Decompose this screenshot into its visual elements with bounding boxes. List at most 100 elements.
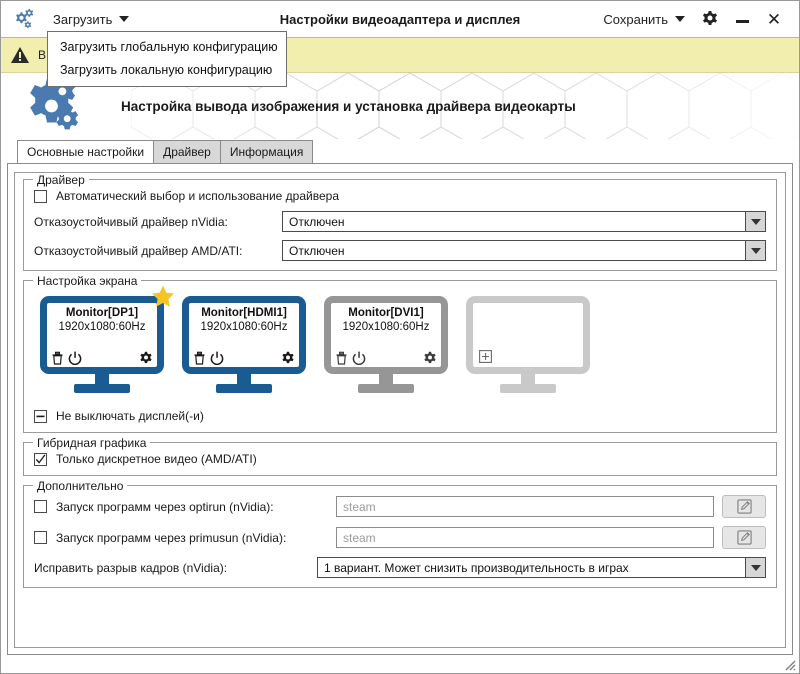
tab-driver[interactable]: Драйвер (153, 140, 221, 163)
minimize-icon (735, 19, 749, 23)
monitor-resolution: 1920x1080:60Hz (342, 321, 430, 333)
primusun-edit-button[interactable] (722, 526, 766, 549)
monitor-base (74, 384, 130, 393)
chevron-down-icon[interactable] (745, 558, 765, 577)
warning-text: В (38, 48, 47, 62)
trash-icon[interactable] (335, 351, 348, 365)
resize-grip-icon[interactable] (782, 657, 796, 671)
keep-display-on-label: Не выключать дисплей(-и) (56, 409, 204, 423)
optirun-row: Запуск программ через optirun (nVidia): … (34, 495, 766, 518)
menu-item-load-global[interactable]: Загрузить глобальную конфигурацию (60, 40, 278, 54)
gear-icon[interactable] (423, 351, 437, 365)
load-dropdown-menu[interactable]: Загрузить глобальную конфигурацию Загруз… (47, 31, 287, 87)
monitor-card-dvi1[interactable]: Monitor[DVI1] 1920x1080:60Hz (324, 296, 448, 393)
trash-icon[interactable] (51, 351, 64, 365)
power-icon[interactable] (352, 351, 366, 365)
tearfree-value: 1 вариант. Может снизить производительно… (324, 560, 629, 575)
header-gears-logo-icon (23, 76, 99, 136)
optirun-input[interactable]: steam (336, 496, 714, 517)
monitor-screen: Monitor[DVI1] 1920x1080:60Hz (324, 296, 448, 374)
monitor-name: Monitor[DVI1] (348, 307, 424, 319)
monitor-base (500, 384, 556, 393)
settings-gear-button[interactable] (695, 4, 725, 34)
monitor-stand (379, 374, 393, 384)
discrete-only-checkbox[interactable] (34, 452, 47, 466)
power-icon[interactable] (68, 351, 82, 365)
monitor-name: Monitor[HDMI1] (201, 307, 287, 319)
star-icon (150, 284, 176, 313)
monitor-base (358, 384, 414, 393)
auto-driver-row: Автоматический выбор и использование дра… (34, 189, 766, 203)
driver-group-title: Драйвер (33, 173, 89, 187)
screen-group-title: Настройка экрана (33, 274, 142, 288)
titlebar-controls: Сохранить ✕ (589, 4, 799, 34)
monitor-card-hdmi1[interactable]: Monitor[HDMI1] 1920x1080:60Hz (182, 296, 306, 393)
gear-icon[interactable] (281, 351, 295, 365)
driver-group: Драйвер Автоматический выбор и использов… (23, 173, 777, 271)
warning-triangle-icon (11, 47, 29, 63)
monitor-card-dp1[interactable]: Monitor[DP1] 1920x1080:60Hz (40, 285, 174, 393)
tab-main-settings[interactable]: Основные настройки (17, 140, 155, 163)
gear-icon[interactable] (139, 351, 153, 365)
edit-pencil-icon (736, 530, 752, 545)
app-gears-icon (9, 8, 39, 30)
monitor-resolution: 1920x1080:60Hz (200, 321, 288, 333)
monitor-actions (51, 351, 153, 365)
primusun-checkbox[interactable] (34, 531, 47, 544)
monitor-card-add[interactable] (466, 296, 590, 393)
tearfree-row: Исправить разрыв кадров (nVidia): 1 вари… (34, 557, 766, 578)
close-icon: ✕ (766, 9, 782, 29)
load-menu-button[interactable]: Загрузить (45, 9, 137, 30)
tearfree-label: Исправить разрыв кадров (nVidia): (34, 560, 228, 575)
save-menu-button[interactable]: Сохранить (595, 9, 693, 30)
screen-settings-group: Настройка экрана Monitor[DP1] 1920x1080:… (23, 274, 777, 433)
monitor-screen: Monitor[HDMI1] 1920x1080:60Hz (182, 296, 306, 374)
primusun-row: Запуск программ через primusun (nVidia):… (34, 526, 766, 549)
tab-information[interactable]: Информация (219, 140, 314, 163)
keep-display-on-row: Не выключать дисплей(-и) (34, 409, 766, 423)
discrete-only-row: Только дискретное видео (AMD/ATI) (34, 452, 766, 466)
status-area (1, 655, 799, 673)
optirun-checkbox[interactable] (34, 500, 47, 513)
tearfree-combobox[interactable]: 1 вариант. Может снизить производительно… (317, 557, 766, 578)
auto-driver-checkbox[interactable] (34, 189, 47, 203)
hybrid-group-title: Гибридная графика (33, 436, 151, 450)
optirun-edit-button[interactable] (722, 495, 766, 518)
chevron-down-icon[interactable] (745, 241, 765, 260)
monitor-actions (335, 351, 437, 365)
header-title: Настройка вывода изображения и установка… (121, 98, 576, 114)
save-menu-label: Сохранить (603, 11, 668, 27)
nvidia-fallback-label: Отказоустойчивый драйвер nVidia: (34, 214, 228, 229)
nvidia-fallback-row: Отказоустойчивый драйвер nVidia: Отключе… (34, 211, 766, 232)
monitor-resolution: 1920x1080:60Hz (58, 321, 146, 333)
extra-group-title: Дополнительно (33, 479, 128, 493)
chevron-down-icon (675, 16, 685, 22)
menu-item-load-local[interactable]: Загрузить локальную конфигурацию (60, 63, 273, 77)
edit-pencil-icon (736, 499, 752, 514)
amd-fallback-combobox[interactable]: Отключен (282, 240, 766, 261)
primusun-input[interactable]: steam (336, 527, 714, 548)
trash-icon[interactable] (193, 351, 206, 365)
chevron-down-icon[interactable] (745, 212, 765, 231)
minimize-button[interactable] (727, 4, 757, 34)
power-icon[interactable] (210, 351, 224, 365)
keep-display-on-checkbox[interactable] (34, 409, 47, 423)
close-button[interactable]: ✕ (759, 4, 789, 34)
chevron-down-icon (119, 16, 130, 22)
monitor-screen (466, 296, 590, 374)
plus-box-icon[interactable] (479, 350, 492, 363)
extra-settings-group: Дополнительно Запуск программ через opti… (23, 479, 777, 588)
load-menu-label: Загрузить (53, 11, 113, 27)
monitor-actions (193, 351, 295, 365)
auto-driver-label: Автоматический выбор и использование дра… (56, 189, 339, 203)
hybrid-graphics-group: Гибридная графика Только дискретное виде… (23, 436, 777, 476)
monitor-stand (521, 374, 535, 384)
settings-scroll-area: Драйвер Автоматический выбор и использов… (14, 172, 786, 648)
tab-content-panel: Драйвер Автоматический выбор и использов… (7, 163, 793, 655)
primusun-label: Запуск программ через primusun (nVidia): (56, 530, 287, 545)
hexagon-pattern-decoration (131, 73, 799, 139)
tab-bar: Основные настройки Драйвер Информация (1, 139, 799, 163)
nvidia-fallback-combobox[interactable]: Отключен (282, 211, 766, 232)
monitor-name: Monitor[DP1] (65, 307, 139, 319)
